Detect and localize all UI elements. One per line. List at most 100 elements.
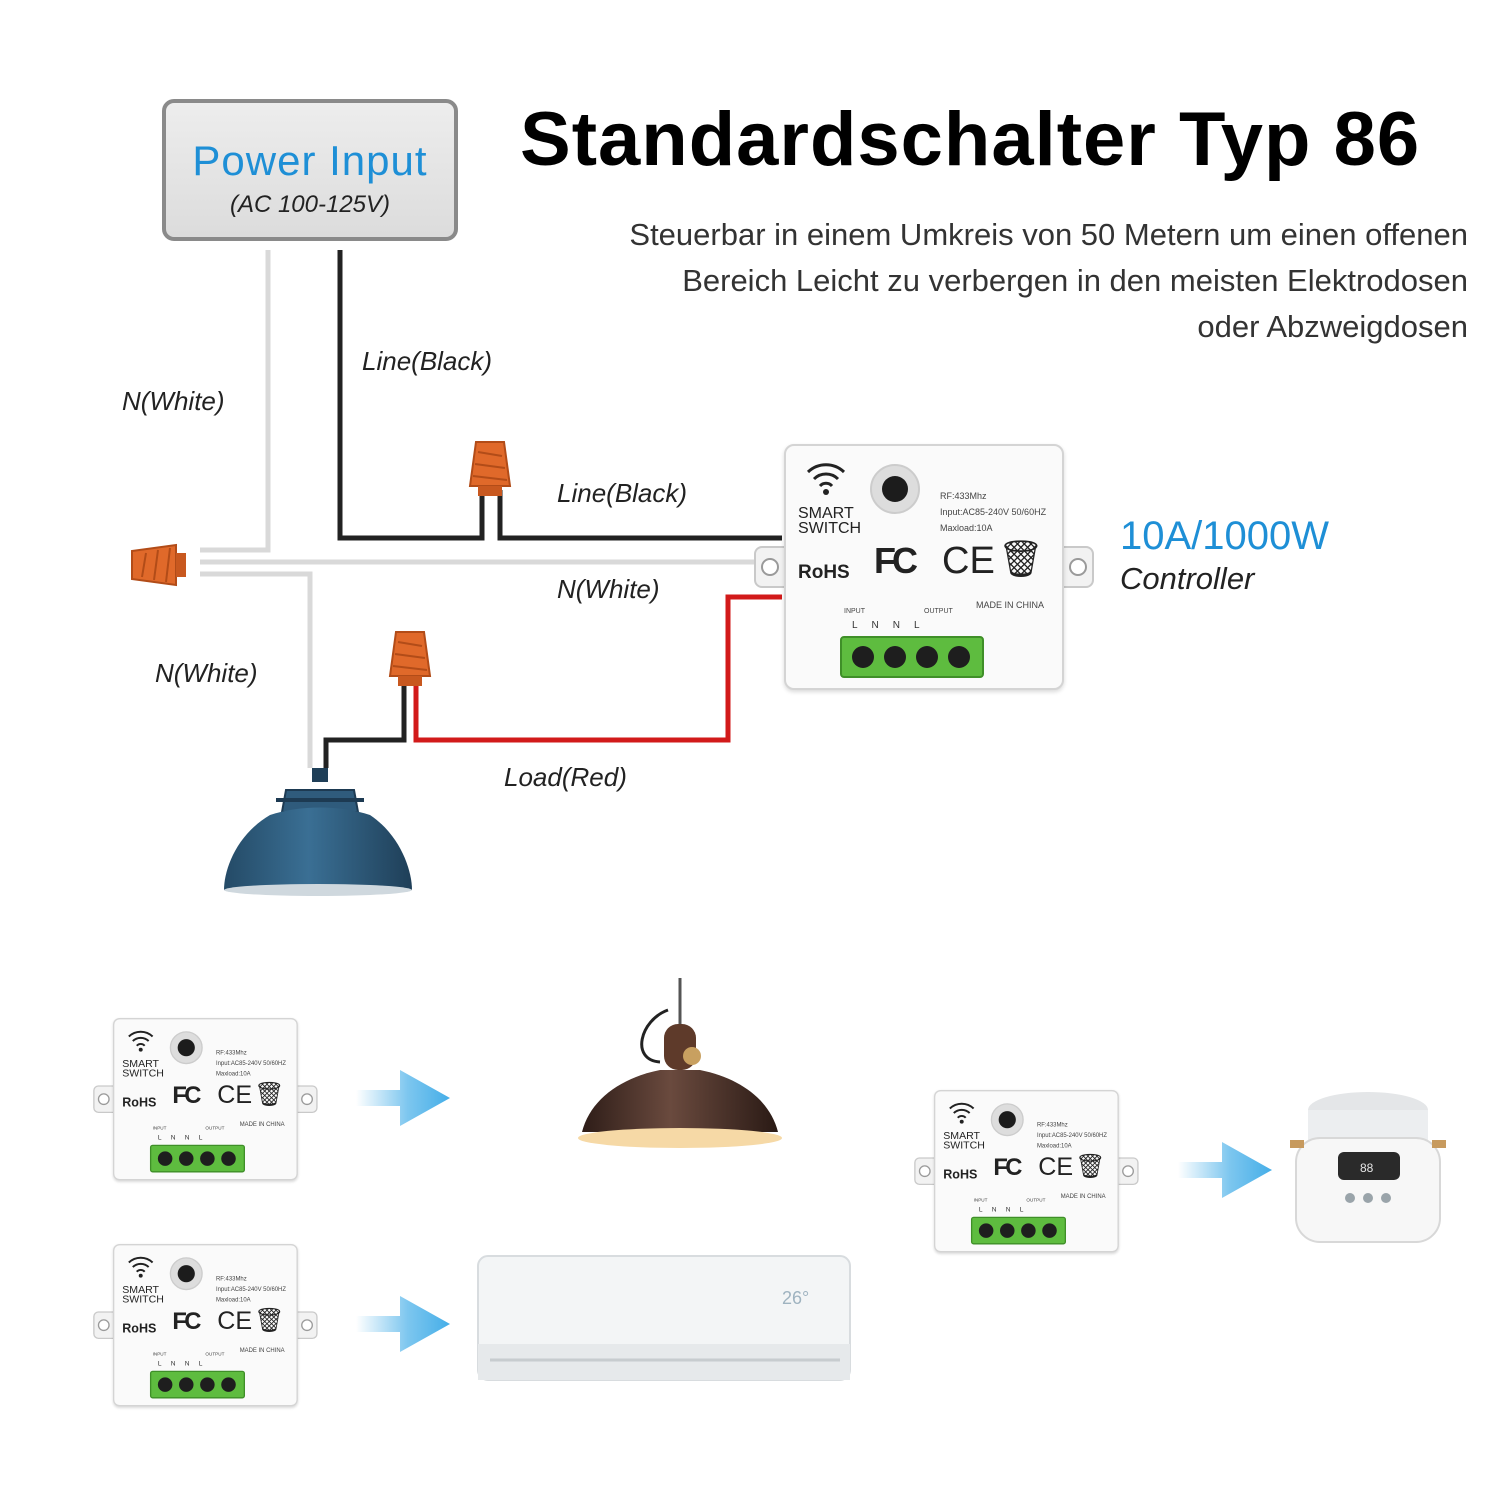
brand-line-1: SMART (122, 1284, 160, 1296)
fc-mark: FC (172, 1081, 201, 1109)
terminal-screw (157, 1151, 173, 1166)
recycle-bin-icon: 🗑 (1075, 1152, 1106, 1180)
input-tag: INPUT (844, 608, 865, 615)
input-tag: INPUT (152, 1352, 167, 1357)
label-neutral-top: N(White) (122, 386, 225, 416)
ce-mark: CE (942, 540, 995, 582)
brand-line-1: SMART (122, 1058, 160, 1070)
wire-nut-icon (469, 441, 511, 497)
recycle-bin-icon: 🗑 (254, 1080, 285, 1108)
terminal-screw (1000, 1223, 1015, 1238)
brand-line-2: SWITCH (122, 1068, 164, 1080)
output-tag: OUTPUT (924, 608, 953, 615)
made-in-label: MADE IN CHINA (976, 600, 1045, 610)
module-brand: SMART SWITCH (943, 1131, 985, 1151)
smart-switch-module: SMART SWITCH RF:433Mhz Input:AC85-240V 5… (754, 444, 1094, 690)
input-spec: Input:AC85-240V 50/60HZ (940, 507, 1047, 517)
arrow-right-icon (356, 1070, 450, 1126)
pendant-lamp-icon (578, 978, 782, 1148)
terminal-screw (157, 1377, 173, 1392)
input-tag: INPUT (973, 1198, 988, 1203)
input-spec: Input:AC85-240V 50/60HZ (215, 1059, 286, 1067)
wifi-icon (806, 463, 846, 495)
terminal-block (149, 1144, 245, 1173)
recycle-bin-icon: 🗑 (254, 1306, 285, 1334)
maxload-spec: Maxload:10A (215, 1070, 251, 1077)
label-line-black-horizontal: Line(Black) (557, 478, 688, 508)
terminal-block (840, 636, 984, 678)
description: Steuerbar in einem Umkreis von 50 Metern… (629, 217, 1468, 344)
made-in-label: MADE IN CHINA (1060, 1192, 1106, 1200)
made-in-label: MADE IN CHINA (239, 1120, 285, 1128)
terminal-block (970, 1216, 1066, 1245)
pin-labels: LNNL (157, 1134, 212, 1142)
recycle-bin-icon: 🗑 (998, 538, 1044, 579)
fc-mark: FC (993, 1153, 1022, 1181)
ce-mark: CE (217, 1307, 253, 1336)
maxload-spec: Maxload:10A (1036, 1142, 1072, 1149)
output-tag: OUTPUT (205, 1352, 225, 1357)
rf-spec: RF:433Mhz (1036, 1121, 1068, 1128)
terminal-screw (221, 1151, 236, 1166)
brand-line-2: SWITCH (943, 1140, 985, 1152)
pendant-lamp-icon (224, 768, 412, 896)
terminal-screw (221, 1377, 236, 1392)
wifi-icon (128, 1030, 154, 1052)
brand-line-2: SWITCH (122, 1294, 164, 1306)
module-brand: SMART SWITCH (122, 1285, 164, 1305)
pin-labels: LNNL (852, 620, 934, 631)
power-input-title: Power Input (192, 137, 428, 184)
terminal-screw (948, 646, 970, 668)
module-spec-text: RF:433Mhz Input:AC85-240V 50/60HZ Maxloa… (940, 488, 1046, 536)
module-spec-text: RF:433Mhz Input:AC85-240V 50/60HZ Maxloa… (216, 1273, 286, 1305)
brand-line-1: SMART (943, 1130, 981, 1142)
label-neutral-bottom: N(White) (155, 658, 258, 688)
wire-nut-icon (389, 631, 431, 687)
page-title: Standardschalter Typ 86 (520, 97, 1421, 182)
maxload-spec: Maxload:10A (940, 523, 993, 533)
terminal-screw (200, 1151, 215, 1166)
terminal-screw (1021, 1223, 1036, 1238)
input-spec: Input:AC85-240V 50/60HZ (215, 1285, 286, 1293)
terminal-screw (179, 1377, 194, 1392)
rohs-mark: RoHS (122, 1095, 157, 1110)
pin-labels: LNNL (978, 1206, 1033, 1214)
wifi-icon (128, 1256, 154, 1278)
brand-line-1: SMART (798, 505, 854, 522)
module-brand: SMART SWITCH (798, 505, 862, 537)
brand-line-2: SWITCH (798, 520, 862, 537)
terminal-screw (200, 1377, 215, 1392)
power-input-voltage: (AC 100-125V) (229, 191, 391, 218)
svg-text:26°: 26° (782, 1288, 809, 1308)
neutral-wires (200, 250, 768, 768)
smart-switch-module: SMART SWITCH RF:433Mhz Input:AC85-240V 5… (93, 1244, 318, 1407)
terminal-block (149, 1370, 245, 1399)
air-conditioner-icon: 26° (477, 1255, 851, 1381)
module-spec-text: RF:433Mhz Input:AC85-240V 50/60HZ Maxloa… (216, 1047, 286, 1079)
terminal-screw (1042, 1223, 1057, 1238)
wifi-icon (949, 1102, 975, 1124)
rf-spec: RF:433Mhz (940, 491, 987, 501)
pair-button (169, 1257, 203, 1291)
smart-switch-module: SMART SWITCH RF:433Mhz Input:AC85-240V 5… (914, 1090, 1139, 1253)
arrow-right-icon (1178, 1142, 1272, 1198)
rohs-mark: RoHS (798, 562, 850, 583)
fc-mark: FC (874, 540, 918, 581)
svg-text:88: 88 (1360, 1161, 1374, 1175)
arrow-right-icon (356, 1296, 450, 1352)
terminal-screw (179, 1151, 194, 1166)
module-spec-text: RF:433Mhz Input:AC85-240V 50/60HZ Maxloa… (1037, 1119, 1107, 1151)
rf-spec: RF:433Mhz (215, 1049, 247, 1056)
ce-mark: CE (217, 1081, 253, 1110)
power-input-box: Power Input (AC 100-125V) (162, 99, 458, 241)
label-line-black-vertical: Line(Black) (362, 346, 493, 376)
terminal-screw (884, 646, 906, 668)
pair-button (990, 1103, 1024, 1137)
controller-spec: 10A/1000W Controller (1120, 514, 1329, 597)
rohs-mark: RoHS (122, 1321, 157, 1336)
rohs-mark: RoHS (943, 1167, 978, 1182)
input-tag: INPUT (152, 1126, 167, 1131)
controller-name: Controller (1120, 561, 1255, 596)
rf-spec: RF:433Mhz (215, 1275, 247, 1282)
